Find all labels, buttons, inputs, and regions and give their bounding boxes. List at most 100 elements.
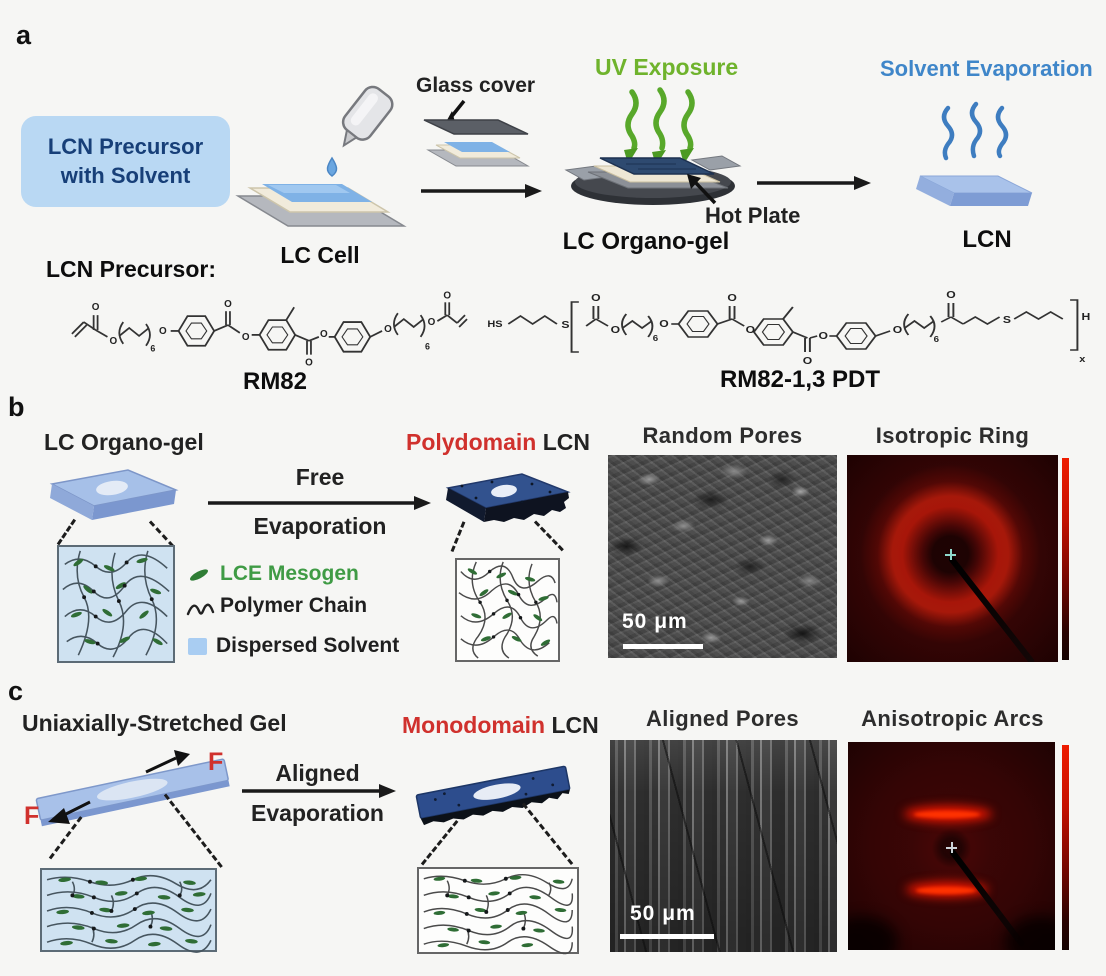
atom-s: S — [561, 320, 569, 331]
precursor-box-line2: with Solvent — [60, 162, 191, 188]
rm82-pdt-label: RM82-1,3 PDT — [719, 366, 881, 393]
solvent-legend-icon — [188, 638, 207, 655]
atom-six: 6 — [934, 335, 939, 344]
atom-o: O — [224, 299, 232, 310]
evaporation-label-b: Evaporation — [253, 513, 387, 539]
monodomain-slab — [415, 765, 571, 826]
isotropic-ring-title: Isotropic Ring — [875, 423, 1030, 448]
beamstop-arm-b — [947, 555, 1036, 662]
scalebar-text-b: 50 μm — [622, 610, 688, 633]
polydomain-lcn-word: LCN — [536, 429, 591, 455]
atom-o: O — [803, 356, 813, 367]
lcn-label: LCN — [962, 226, 1012, 253]
atom-o: O — [659, 319, 669, 330]
atom-six: 6 — [653, 334, 658, 343]
diffraction-arc-top-core — [914, 811, 980, 818]
scalebar-c — [620, 934, 714, 939]
free-label: Free — [295, 464, 345, 490]
polymer-chain-legend-icon — [186, 603, 215, 616]
atom-six: 6 — [150, 344, 155, 354]
organogel-hotplate-illustration — [564, 155, 742, 205]
anisotropic-arcs-title: Anisotropic Arcs — [861, 706, 1044, 731]
polydomain-slab — [445, 473, 571, 522]
random-pores-title: Random Pores — [642, 423, 803, 448]
atom-o: O — [611, 325, 621, 336]
atom-o: O — [727, 293, 737, 304]
aligned-label: Aligned — [275, 760, 360, 786]
pipette-icon — [341, 85, 394, 148]
legend-mesogen-label: LCE Mesogen — [220, 562, 359, 585]
precursor-heading: LCN Precursor: — [46, 256, 216, 282]
process-arrow-2 — [757, 176, 871, 190]
random-network-drawing — [62, 550, 170, 658]
atom-o: O — [946, 290, 956, 301]
beam-center-marker-b — [945, 549, 956, 560]
scalebar-text-c: 50 μm — [630, 902, 696, 925]
atom-o: O — [320, 329, 328, 340]
uv-exposure-label: UV Exposure — [595, 54, 739, 80]
beam-center-marker-c — [946, 842, 957, 853]
monodomain-lcn-word: LCN — [545, 712, 599, 738]
panel-c-label: c — [8, 676, 24, 706]
atom-o: O — [819, 331, 829, 342]
free-evap-arrow — [208, 496, 431, 510]
uv-rays-icon — [624, 87, 695, 166]
xray-anisotropic-arcs — [848, 742, 1055, 950]
vapor-icon — [941, 101, 1009, 161]
atom-hs: HS — [487, 320, 503, 330]
atom-s: S — [1003, 315, 1011, 326]
rm82-pdt-structure: HS S O O 6 O O O O O O 6 O S H x — [487, 290, 1090, 367]
network-box-monodomain-lcn — [417, 867, 579, 955]
aligned-network-drawing-white — [423, 874, 574, 955]
sem-aligned-pores: 50 μm — [610, 740, 837, 952]
legend-solvent-label: Dispersed Solvent — [216, 634, 400, 657]
lc-organogel-label-a: LC Organo-gel — [562, 228, 730, 255]
network-box-polydomain-lcn — [455, 558, 560, 662]
atom-o: O — [305, 358, 313, 369]
precursor-box: LCN Precursor with Solvent — [21, 116, 230, 207]
intensity-colorbar-b — [1062, 458, 1069, 660]
evaporation-label-c: Evaporation — [251, 800, 384, 826]
scalebar-b — [623, 644, 703, 649]
atom-o: O — [893, 325, 903, 336]
panel-b-label: b — [8, 392, 25, 422]
force-label-top: F — [208, 748, 224, 776]
lc-cell-label: LC Cell — [280, 242, 360, 268]
atom-o: O — [428, 317, 436, 328]
process-arrow-1 — [421, 184, 542, 198]
stretched-gel-illustration — [35, 750, 230, 827]
network-box-monodomain-gel — [40, 868, 217, 953]
atom-x: x — [1079, 355, 1086, 365]
mesogen-legend-icon — [190, 569, 208, 581]
glass-cover-assembly — [423, 119, 530, 167]
hot-plate-arrow — [687, 174, 717, 205]
atom-o: O — [384, 324, 392, 335]
polydomain-word: Polydomain — [405, 429, 537, 455]
organogel-slab-b — [49, 469, 179, 520]
precursor-box-line1: LCN Precursor — [47, 133, 204, 159]
detector-corner-shadow — [848, 916, 898, 950]
network-box-polydomain-gel — [57, 545, 175, 663]
dense-network-drawing — [458, 561, 558, 659]
lc-cell-illustration — [235, 156, 407, 227]
polydomain-lcn-title: Polydomain LCN — [400, 429, 596, 456]
atom-six: 6 — [425, 342, 430, 352]
lcn-slab-illustration — [916, 175, 1033, 206]
force-label-bottom: F — [24, 802, 40, 830]
atom-o: O — [746, 325, 756, 336]
atom-o: O — [159, 326, 167, 337]
panel-a-label: a — [16, 20, 32, 50]
diffraction-arc-bottom-core — [916, 887, 976, 894]
stretched-gel-label: Uniaxially-Stretched Gel — [22, 710, 287, 736]
atom-o: O — [443, 290, 451, 301]
aligned-network-drawing-blue — [46, 874, 212, 953]
droplet-icon — [326, 156, 338, 177]
rm82-structure: O O 6 O O O O O O 6 O O — [71, 290, 468, 369]
lc-organogel-label-b: LC Organo-gel — [44, 429, 204, 455]
intensity-colorbar-c — [1062, 745, 1069, 950]
monodomain-lcn-title: Monodomain LCN — [402, 712, 599, 739]
atom-o: O — [92, 302, 100, 313]
atom-o: O — [242, 332, 250, 343]
glass-cover-label: Glass cover — [416, 74, 536, 97]
